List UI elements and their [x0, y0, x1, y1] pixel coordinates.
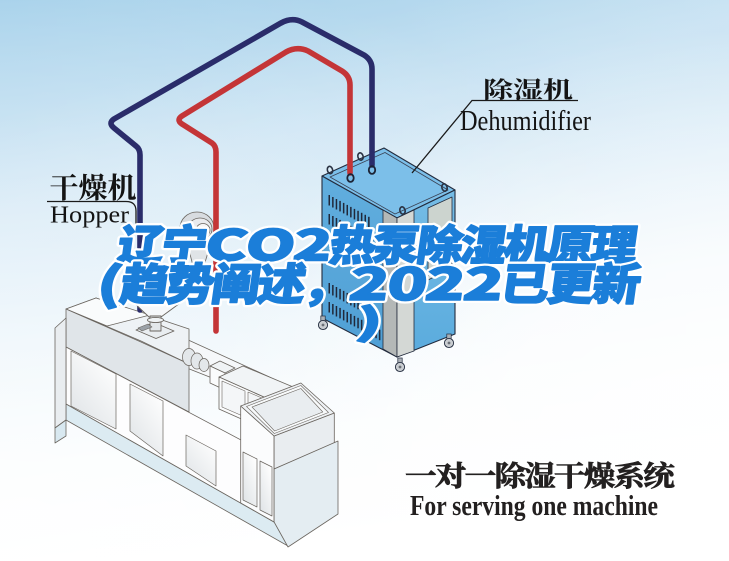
svg-text:Dehumidifier: Dehumidifier — [460, 106, 592, 137]
svg-text:Hopper: Hopper — [50, 202, 129, 229]
svg-text:For serving one machine: For serving one machine — [410, 490, 658, 522]
